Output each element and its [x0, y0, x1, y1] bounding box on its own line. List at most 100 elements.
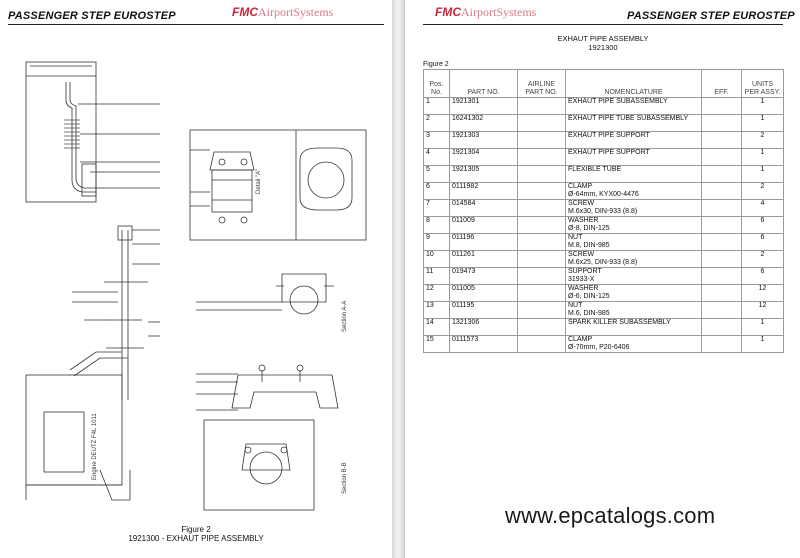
cell-airline-part-no	[517, 284, 566, 302]
cell-part-no: 011009	[449, 216, 518, 234]
cell-eff	[701, 165, 742, 183]
brand-fmc: FMC	[435, 5, 461, 19]
nomenclature-line1: NUT	[568, 302, 583, 309]
cell-part-no: 1921303	[449, 131, 518, 149]
cell-airline-part-no	[517, 97, 566, 115]
cell-nomenclature: EXHAUT PIPE SUPPORT	[565, 148, 702, 166]
cell-eff	[701, 131, 742, 149]
cell-eff	[701, 250, 742, 268]
cell-airline-part-no	[517, 216, 566, 234]
cell-eff	[701, 97, 742, 115]
cell-part-no: 011005	[449, 284, 518, 302]
left-page: PASSENGER STEP EUROSTEP FMCAirportSystem…	[0, 0, 393, 558]
section-bb-label: Section B-B	[342, 462, 348, 494]
cell-airline-part-no	[517, 335, 566, 353]
lower-support	[231, 374, 339, 409]
cell-units: 1	[741, 148, 784, 166]
figure-caption-line2: 1921300 - EXHAUT PIPE ASSEMBLY	[128, 534, 264, 543]
cell-pos: 8	[423, 216, 450, 234]
cell-pos: 5	[423, 165, 450, 183]
figure-label: Figure 2	[423, 61, 449, 68]
cell-airline-part-no	[517, 301, 566, 319]
cell-eff	[701, 284, 742, 302]
nomenclature-line1: SPARK KILLER SUBASSEMBLY	[568, 319, 671, 326]
cell-airline-part-no	[517, 267, 566, 285]
cell-units: 2	[741, 250, 784, 268]
assembly-title: EXHAUT PIPE ASSEMBLY	[557, 34, 649, 43]
nomenclature-line1: CLAMP	[568, 336, 593, 343]
watermark: www.epcatalogs.com	[505, 503, 716, 528]
figure-caption-line1: Figure 2	[181, 525, 211, 534]
cell-airline-part-no	[517, 250, 566, 268]
cell-units: 1	[741, 97, 784, 115]
cell-part-no: 011196	[449, 233, 518, 251]
nomenclature-line2: Ø-70mm, P20-6406	[568, 344, 630, 351]
cell-units: 1	[741, 165, 784, 183]
parts-table: Pos. No. PART NO. AIRLINE PART NO. NOMEN…	[423, 69, 784, 353]
cell-eff	[701, 233, 742, 251]
cell-nomenclature: EXHAUT PIPE SUPPORT	[565, 131, 702, 149]
cell-pos: 10	[423, 250, 450, 268]
cell-pos: 14	[423, 318, 450, 336]
cell-eff	[701, 182, 742, 200]
engine-block	[25, 374, 123, 486]
assembly-number: 1921300	[588, 43, 618, 52]
right-page: FMCAirportSystems PASSENGER STEP EUROSTE…	[404, 0, 800, 558]
nomenclature-line1: EXHAUT PIPE SUBASSEMBLY	[568, 98, 668, 105]
cell-nomenclature: SPARK KILLER SUBASSEMBLY	[565, 318, 702, 336]
nomenclature-line2: Ø-6, DIN-125	[568, 293, 610, 300]
nomenclature-line1: EXHAUT PIPE TUBE SUBASSEMBLY	[568, 115, 689, 122]
col-airline-part-no: AIRLINE PART NO.	[517, 69, 566, 98]
table-header-row: Pos. No. PART NO. AIRLINE PART NO. NOMEN…	[423, 69, 784, 98]
cell-eff	[701, 301, 742, 319]
nomenclature-line1: SUPPORT	[568, 268, 602, 275]
nomenclature-line1: CLAMP	[568, 183, 593, 190]
cell-units: 6	[741, 233, 784, 251]
cell-eff	[701, 335, 742, 353]
nomenclature-line1: WASHER	[568, 285, 599, 292]
nomenclature-line1: EXHAUT PIPE SUPPORT	[568, 132, 650, 139]
brand-logo: FMCAirportSystems	[232, 5, 333, 20]
cell-pos: 11	[423, 267, 450, 285]
col-units: UNITS PER ASSY.	[741, 69, 784, 98]
nomenclature-line2: M.8, DIN-985	[568, 242, 610, 249]
cell-pos: 9	[423, 233, 450, 251]
nomenclature-line1: FLEXIBLE TUBE	[568, 166, 622, 173]
header-rule	[423, 24, 783, 25]
cell-units: 12	[741, 301, 784, 319]
cell-part-no: 011261	[449, 250, 518, 268]
cell-pos: 12	[423, 284, 450, 302]
cell-part-no: 16241302	[449, 114, 518, 132]
nomenclature-line2: M.6x25, DIN-933 (8.8)	[568, 259, 638, 266]
cell-pos: 2	[423, 114, 450, 132]
upper-frame	[25, 61, 97, 203]
upper-pipe	[65, 82, 96, 193]
cell-pos: 13	[423, 301, 450, 319]
nomenclature-line1: NUT	[568, 234, 583, 241]
nomenclature-line2: 31933-X	[568, 276, 595, 283]
nomenclature-line2: M.6x30, DIN-933 (8.8)	[568, 208, 638, 215]
brand-systems: AirportSystems	[258, 5, 334, 19]
nomenclature-line2: M.6, DIN-985	[568, 310, 610, 317]
cell-part-no: 1921305	[449, 165, 518, 183]
col-part-no: PART NO.	[449, 69, 518, 98]
cell-nomenclature: EXHAUT PIPE SUBASSEMBLY	[565, 97, 702, 115]
cell-nomenclature: EXHAUT PIPE TUBE SUBASSEMBLY	[565, 114, 702, 132]
cell-units: 2	[741, 182, 784, 200]
